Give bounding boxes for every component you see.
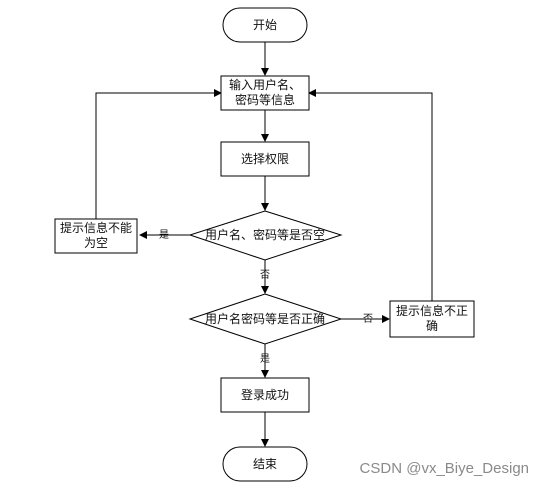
end-node: 结束 [222, 446, 308, 482]
check-empty-decision: 用户名、密码等是否空 [188, 210, 343, 261]
input-label-line1: 输入用户名、 [229, 77, 301, 92]
arrow-incorrect-error-back-to-input [308, 89, 433, 301]
incorrect-error-node: 提示信息不正 确 [389, 300, 475, 338]
input-credentials-node: 输入用户名、 密码等信息 [220, 75, 310, 111]
select-permission-label: 选择权限 [241, 152, 289, 166]
branch-label-yes-correct: 是 [260, 353, 270, 365]
branch-label-no-empty: 否 [260, 269, 270, 281]
start-label: 开始 [253, 18, 277, 32]
check-correct-decision: 用户名密码等是否正确 [188, 293, 343, 345]
empty-error-line1: 提示信息不能 [60, 220, 132, 235]
arrow-empty-error-back-to-input [95, 89, 222, 219]
check-empty-label: 用户名、密码等是否空 [205, 227, 325, 242]
login-success-node: 登录成功 [220, 377, 310, 413]
empty-error-node: 提示信息不能 为空 [54, 218, 138, 254]
end-label: 结束 [253, 457, 277, 471]
incorrect-error-line2: 确 [426, 319, 438, 333]
branch-label-no-correct: 否 [363, 313, 373, 325]
empty-error-line2: 为空 [84, 236, 108, 250]
connectors [95, 42, 433, 447]
branch-label-yes-empty: 是 [159, 229, 169, 241]
watermark: CSDN @vx_Biye_Design [360, 460, 529, 477]
check-correct-label: 用户名密码等是否正确 [205, 311, 325, 326]
start-node: 开始 [222, 7, 308, 43]
input-label-line2: 密码等信息 [235, 92, 295, 107]
login-success-label: 登录成功 [241, 387, 289, 402]
incorrect-error-line1: 提示信息不正 [396, 303, 468, 318]
select-permission-node: 选择权限 [220, 141, 310, 177]
